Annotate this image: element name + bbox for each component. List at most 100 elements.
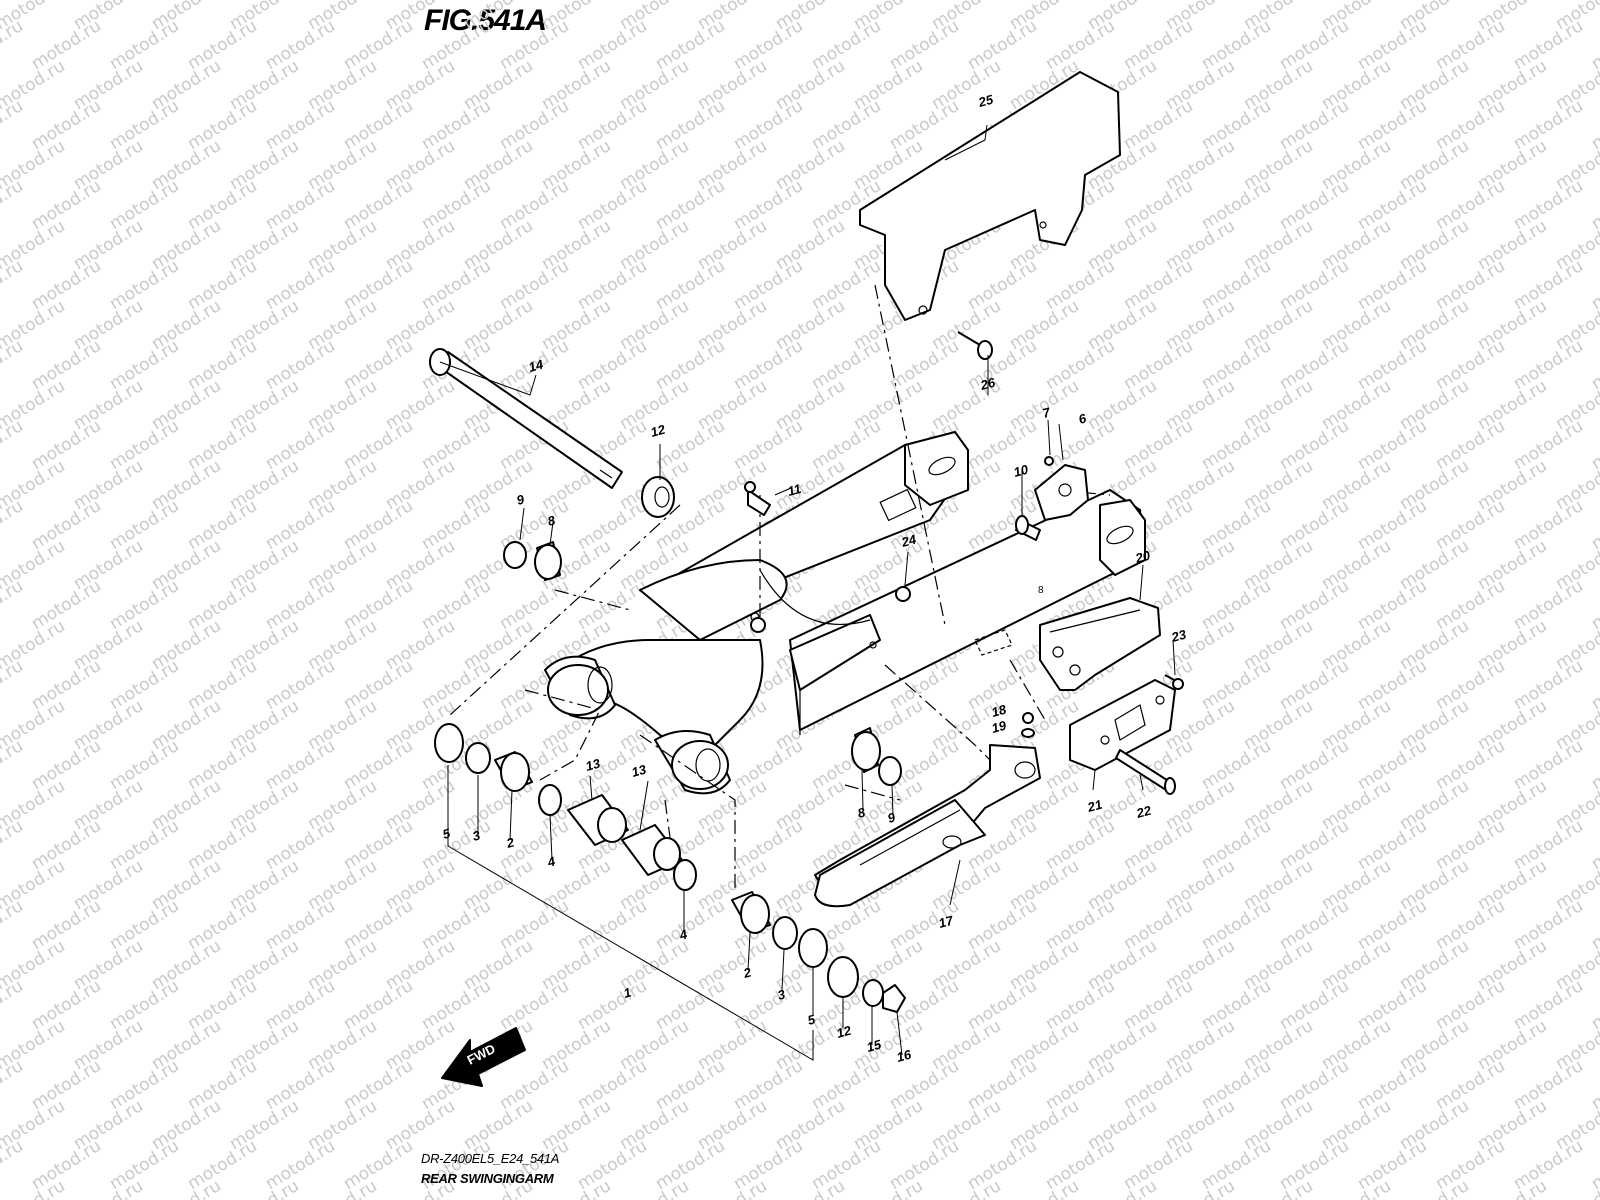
watermark-text: motod.ru [184, 416, 261, 474]
watermark-text: motod.ru [340, 656, 417, 714]
watermark-text: motod.ru [184, 896, 261, 954]
bracket [1034, 464, 1089, 521]
watermark-text: motod.ru [652, 256, 729, 314]
watermark-text: motod.ru [184, 656, 261, 714]
nut [895, 586, 911, 602]
watermark-text: motod.ru [1198, 976, 1275, 1034]
watermark-text: motod.ru [808, 336, 885, 394]
spacer-upper [567, 794, 629, 846]
watermark-text: motod.ru [262, 496, 339, 554]
watermark-text: motod.ru [184, 256, 261, 314]
part-number-label: 20 [1133, 547, 1153, 566]
watermark-text: motod.ru [418, 576, 495, 634]
watermark-text: motod.ru [28, 496, 105, 554]
watermark-text: motod.ru [1432, 96, 1509, 154]
watermark-text: motod.ru [1588, 976, 1600, 1034]
watermark-text: motod.ru [1198, 16, 1275, 74]
guide-bolt-long [1115, 749, 1176, 795]
watermark-text: motod.ru [106, 976, 183, 1034]
watermark-text: motod.ru [886, 16, 963, 74]
watermark-text: motod.ru [886, 1136, 963, 1194]
watermark-text: motod.ru [1354, 1056, 1431, 1114]
watermark-text: motod.ru [262, 816, 339, 874]
watermark-text: motod.ru [340, 976, 417, 1034]
watermark-text: motod.ru [1276, 656, 1353, 714]
watermark-text: motod.ru [1354, 976, 1431, 1034]
watermark-text: motod.ru [574, 176, 651, 234]
bearing-right [851, 727, 881, 773]
watermark-text: motod.ru [1198, 416, 1275, 474]
watermark-text: motod.ru [1042, 1056, 1119, 1114]
watermark-text: motod.ru [184, 576, 261, 634]
watermark-text: motod.ru [1198, 576, 1275, 634]
watermark-text: motod.ru [262, 976, 339, 1034]
watermark-text: motod.ru [1042, 976, 1119, 1034]
model-code: DR-Z400EL5_E24_541A [421, 1151, 560, 1166]
watermark-text: motod.ru [1588, 736, 1600, 794]
watermark-text: motod.ru [1198, 176, 1275, 234]
watermark-text: motod.ru [1354, 416, 1431, 474]
oil-seal-left [538, 784, 562, 816]
watermark-text: motod.ru [1432, 256, 1509, 314]
part-number-label: 4 [545, 853, 558, 870]
watermark-text: motod.ru [496, 576, 573, 634]
watermark-text: motod.ru [1432, 1136, 1509, 1194]
watermark-text: motod.ru [28, 256, 105, 314]
watermark-text: motod.ru [964, 976, 1041, 1034]
watermark-text: motod.ru [184, 736, 261, 794]
watermark-text: motod.ru [262, 16, 339, 74]
watermark-text: motod.ru [184, 96, 261, 154]
watermark-text: motod.ru [730, 176, 807, 234]
watermark-text: motod.ru [184, 976, 261, 1034]
watermark-text: motod.ru [262, 1056, 339, 1114]
watermark-text: motod.ru [1354, 336, 1431, 394]
part-number-label: 17 [937, 912, 956, 930]
watermark-text: motod.ru [0, 96, 27, 154]
chain-guide-upper [1039, 597, 1161, 691]
watermark-text: motod.ru [1198, 816, 1275, 874]
watermark-text: motod.ru [1354, 176, 1431, 234]
watermark-text: motod.ru [340, 96, 417, 154]
watermark-text: motod.ru [1042, 896, 1119, 954]
watermark-text: motod.ru [652, 1136, 729, 1194]
watermark-text: motod.ru [340, 576, 417, 634]
watermark-text: motod.ru [808, 1136, 885, 1194]
watermark-text: motod.ru [1510, 976, 1587, 1034]
watermark-text: motod.ru [1432, 176, 1509, 234]
watermark-text: motod.ru [1276, 896, 1353, 954]
part-number-label: 1 [622, 985, 633, 1001]
watermark-text: motod.ru [1432, 656, 1509, 714]
watermark-text: motod.ru [964, 256, 1041, 314]
watermark-text: motod.ru [574, 16, 651, 74]
watermark-text: motod.ru [1120, 16, 1197, 74]
watermark-text: motod.ru [184, 1136, 261, 1194]
watermark-text: motod.ru [28, 16, 105, 74]
watermark-text: motod.ru [1042, 16, 1119, 74]
watermark-text: motod.ru [1588, 1056, 1600, 1114]
watermark-text: motod.ru [1120, 1136, 1197, 1194]
watermark-text: motod.ru [1510, 256, 1587, 314]
hole-marking: 8 [1038, 585, 1044, 596]
watermark-text: motod.ru [1276, 976, 1353, 1034]
watermark-text: motod.ru [1276, 1056, 1353, 1114]
watermark-text: motod.ru [262, 576, 339, 634]
part-number-label: 2 [504, 834, 517, 851]
watermark-text: motod.ru [340, 16, 417, 74]
chain-guide-lower [1069, 679, 1176, 771]
watermark-text: motod.ru [340, 496, 417, 554]
watermark-text: motod.ru [1198, 496, 1275, 554]
watermark-text: motod.ru [106, 656, 183, 714]
watermark-text: motod.ru [1276, 1136, 1353, 1194]
watermark-text: motod.ru [1276, 96, 1353, 154]
watermark-text: motod.ru [1276, 496, 1353, 554]
watermark-text: motod.ru [1120, 176, 1197, 234]
watermark-text: motod.ru [652, 976, 729, 1034]
watermark-text: motod.ru [1432, 576, 1509, 634]
watermark-text: motod.ru [1510, 1056, 1587, 1114]
watermark-text: motod.ru [1510, 896, 1587, 954]
part-number-label: 22 [1134, 802, 1154, 821]
watermark-text: motod.ru [652, 1056, 729, 1114]
watermark-text: motod.ru [106, 1056, 183, 1114]
watermark-text: motod.ru [574, 496, 651, 554]
watermark-text: motod.ru [964, 16, 1041, 74]
